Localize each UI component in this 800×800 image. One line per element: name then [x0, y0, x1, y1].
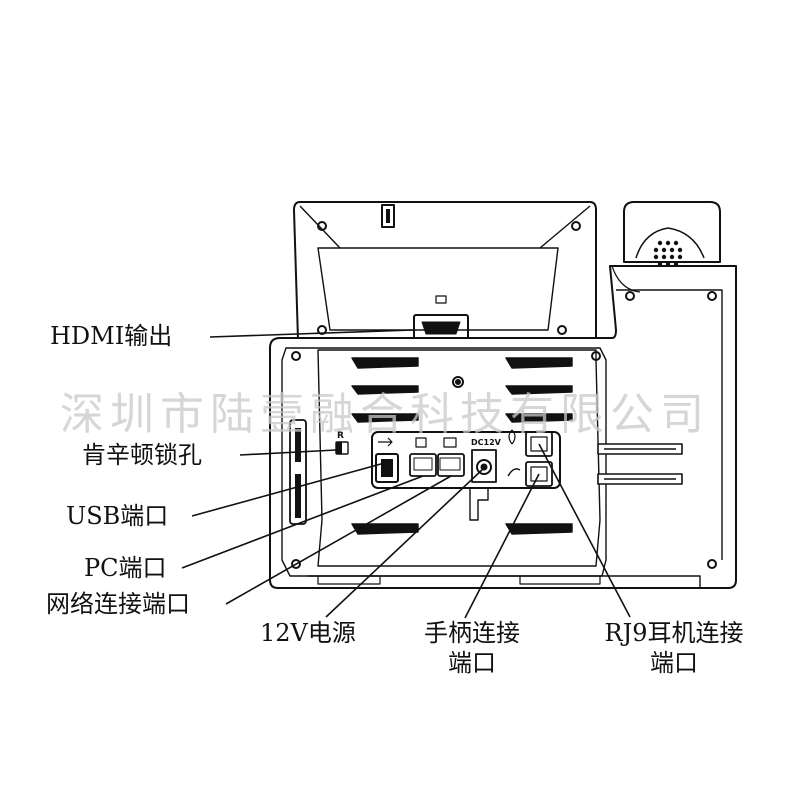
- leader-usb: [191, 461, 389, 517]
- label-handset-line2: 端口: [448, 649, 496, 677]
- handset: [623, 201, 721, 263]
- leader-power: [325, 467, 485, 618]
- hook-arms: [597, 443, 683, 485]
- lock-symbol: R: [337, 431, 344, 441]
- leader-lock: [239, 449, 337, 456]
- watermark: 深圳市陆壹融合科技有限公司: [60, 389, 710, 440]
- leader-hdmi: [209, 329, 415, 338]
- label-hdmi: HDMI输出: [50, 322, 173, 350]
- label-rj9: RJ9耳机连接 端口: [586, 618, 762, 678]
- label-rj9-line2: 端口: [650, 649, 698, 677]
- usb-port: [375, 453, 399, 483]
- upper-stand: [293, 201, 597, 341]
- label-kensington-lock: 肯辛顿锁孔: [82, 441, 202, 469]
- upper-stand-inner: [317, 247, 559, 331]
- leader-pc: [181, 475, 424, 569]
- mount-slots-right: [505, 357, 573, 535]
- label-rj9-line1: RJ9耳机连接: [604, 619, 744, 647]
- leader-net: [225, 475, 452, 605]
- mount-slots-left: [351, 357, 419, 535]
- label-network: 网络连接端口: [46, 590, 190, 618]
- leader-rj9: [538, 443, 631, 618]
- dc-jack-box: [471, 449, 497, 483]
- label-handset: 手柄连接 端口: [402, 618, 542, 678]
- label-power: 12V电源: [260, 619, 356, 647]
- dc-mark: DC12V: [471, 438, 502, 447]
- rj9-handset-port: [525, 461, 553, 487]
- connector-panel: [371, 431, 561, 489]
- label-pc: PC端口: [84, 554, 167, 582]
- phone-body: [269, 265, 737, 589]
- label-usb: USB端口: [66, 502, 169, 530]
- label-handset-line1: 手柄连接: [424, 619, 520, 647]
- rj9-headset-port: [525, 431, 553, 457]
- leader-handset: [464, 473, 540, 619]
